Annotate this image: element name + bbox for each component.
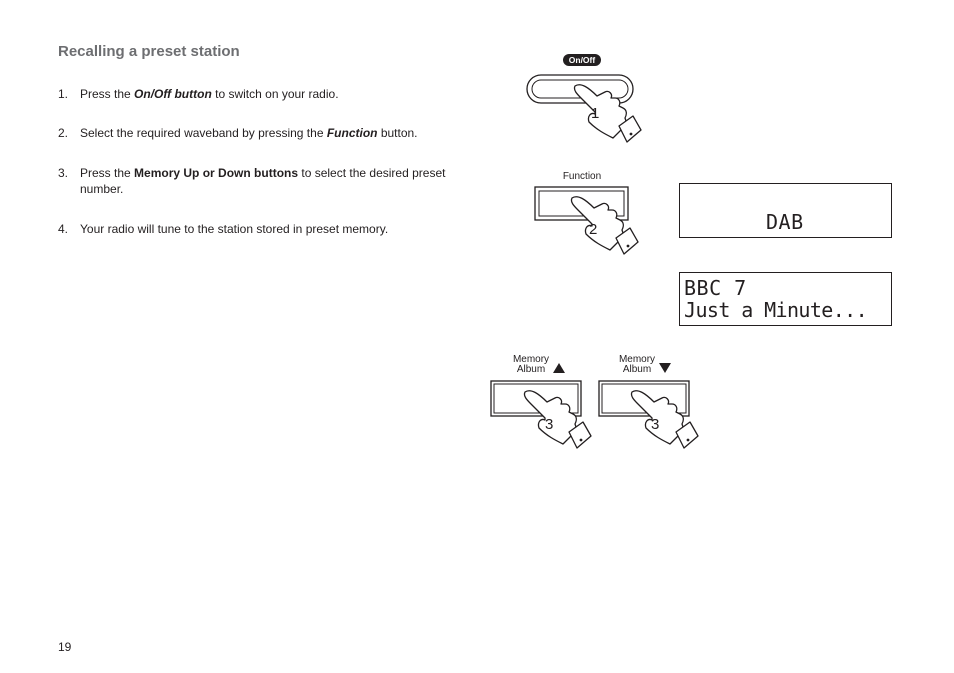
lcd-line-2: DAB [766, 210, 804, 234]
lcd-line-1: BBC 7 [684, 276, 747, 300]
page-number: 19 [58, 640, 72, 654]
step-text: Select the required waveband by pressing… [80, 126, 418, 140]
lcd-line-2: Just a Minute... [684, 298, 868, 322]
memory-down-button-illustration: 3 [598, 380, 699, 449]
memory-down-label: Memory Album [618, 354, 656, 375]
hand-number-1: 1 [591, 105, 599, 122]
hand-number-3b: 3 [651, 416, 659, 433]
memory-up-button-illustration: 3 [490, 380, 592, 449]
function-button-illustration: 2 [534, 186, 639, 255]
memory-up-label: Memory Album [512, 354, 550, 375]
lcd-display-2: BBC 7 Just a Minute... [679, 272, 892, 326]
arrow-up-icon [553, 363, 565, 373]
lcd-display-1: DAB [679, 183, 892, 238]
onoff-button-illustration: 1 [526, 74, 642, 143]
step-text: Your radio will tune to the station stor… [80, 222, 389, 236]
arrow-down-icon [659, 363, 671, 373]
step-number: 1. [58, 87, 69, 101]
section-heading: Recalling a preset station [58, 43, 240, 60]
step-number: 4. [58, 222, 69, 236]
function-button-label: Function [562, 171, 602, 182]
step-text: Press the Memory Up or Down buttons to s… [80, 166, 446, 196]
hand-number-3a: 3 [545, 416, 553, 433]
hand-number-2: 2 [589, 221, 597, 238]
step-number: 3. [58, 166, 69, 180]
step-text: Press the On/Off button to switch on you… [80, 87, 339, 101]
step-number: 2. [58, 126, 69, 140]
onoff-button-label: On/Off [563, 54, 601, 66]
